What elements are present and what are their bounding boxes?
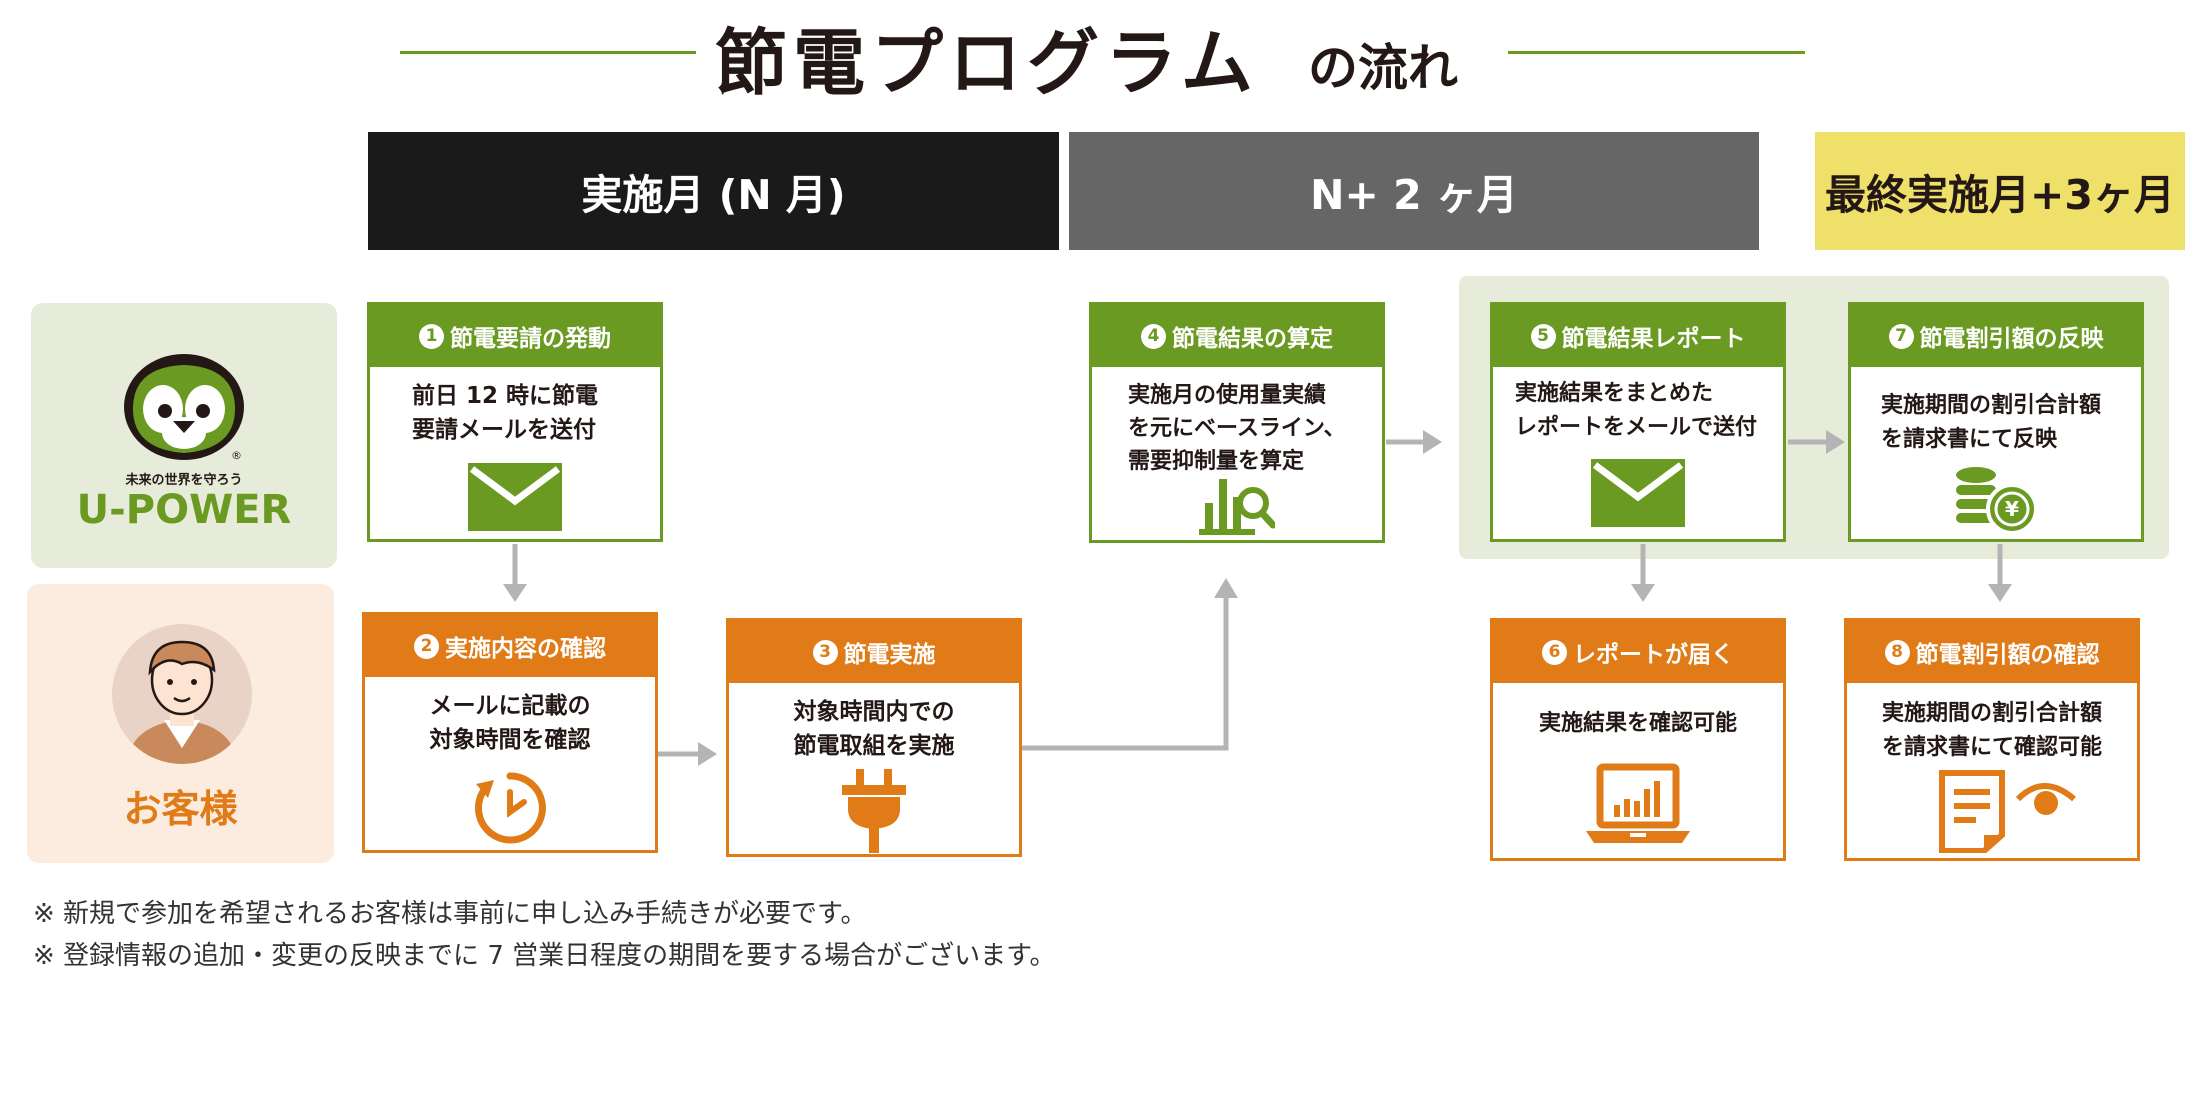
step-text-7b: を請求書にて反映 — [1881, 427, 2058, 452]
mail-icon — [468, 463, 562, 531]
phase-final-plus-3: 最終実施月+3ヶ月 — [1815, 132, 2185, 250]
step-title-2: 実施内容の確認 — [445, 636, 606, 662]
step-number-2: 2 — [414, 633, 439, 659]
step-text-5b: レポートをメールで送付 — [1515, 415, 1758, 440]
brand-logo: U-POWER — [76, 487, 292, 533]
page-title-suffix: の流れ — [1308, 39, 1458, 97]
chart-magnifier-icon — [1199, 479, 1275, 535]
brand-tagline: 未来の世界を守ろう — [125, 473, 243, 488]
registered-mark: ® — [231, 449, 242, 462]
footnote-2: ※ 登録情報の追加・変更の反映までに 7 営業日程度の期間を要する場合がございま… — [33, 941, 1056, 971]
customer-label: お客様 — [123, 787, 238, 831]
penguin-mascot-icon — [124, 354, 244, 460]
step-number-6: 6 — [1542, 639, 1567, 665]
step-title-1: 節電要請の発動 — [450, 326, 611, 352]
step-number-7: 7 — [1888, 323, 1914, 349]
mail-icon — [1591, 459, 1685, 527]
step-title-3: 節電実施 — [843, 642, 936, 668]
laptop-chart-icon — [1586, 763, 1690, 843]
step-text-7a: 実施期間の割引合計額 — [1881, 393, 2102, 418]
step-text-4b: を元にベースライン、 — [1128, 416, 1346, 441]
step-text-5a: 実施結果をまとめた — [1515, 381, 1714, 406]
page-title: 節電プログラム — [715, 21, 1259, 105]
step-title-5: 節電結果レポート — [1561, 326, 1746, 352]
document-eye-icon — [1939, 770, 2076, 853]
step-number-3: 3 — [812, 639, 838, 665]
step-text-1b: 要請メールを送付 — [412, 417, 596, 443]
phase-month-n: 実施月 (N 月) — [368, 132, 1059, 250]
clock-icon — [474, 772, 546, 844]
step-number-4: 4 — [1141, 323, 1166, 349]
plug-icon — [842, 769, 906, 853]
customer-panel: お客様 — [27, 584, 334, 863]
step-text-4c: 需要抑制量を算定 — [1128, 449, 1305, 474]
step-text-3b: 節電取組を実施 — [793, 733, 955, 759]
phase-n-plus-2: N+ 2 ヶ月 — [1069, 132, 1759, 250]
svg-text:¥: ¥ — [2005, 497, 2019, 521]
step-text-6a: 実施結果を確認可能 — [1538, 711, 1737, 736]
title-rule-left — [400, 51, 696, 54]
step-number-5: 5 — [1530, 323, 1556, 349]
step-text-2b: 対象時間を確認 — [429, 727, 591, 753]
customer-avatar-icon — [112, 624, 252, 764]
coins-yen-icon: ¥ — [1956, 467, 2038, 535]
step-text-4a: 実施月の使用量実績 — [1128, 383, 1327, 408]
step-number-8: 8 — [1884, 639, 1910, 665]
footnote-1: ※ 新規で参加を希望されるお客様は事前に申し込み手続きが必要です。 — [33, 899, 867, 929]
step-title-7: 節電割引額の反映 — [1919, 326, 2104, 352]
step-text-1a: 前日 12 時に節電 — [412, 383, 599, 409]
step-text-2a: メールに記載の — [429, 693, 591, 719]
step-title-4: 節電結果の算定 — [1172, 326, 1333, 352]
step-text-3a: 対象時間内での — [793, 699, 955, 725]
step-number-1: 1 — [419, 323, 444, 349]
step-title-8: 節電割引額の確認 — [1915, 642, 2100, 668]
step-text-8b: を請求書にて確認可能 — [1881, 735, 2102, 760]
step-text-8a: 実施期間の割引合計額 — [1881, 701, 2102, 726]
step-title-6: レポートが届く — [1573, 642, 1734, 668]
provider-panel: 未来の世界を守ろう ® U-POWER — [31, 303, 337, 568]
title-rule-right — [1508, 51, 1805, 54]
